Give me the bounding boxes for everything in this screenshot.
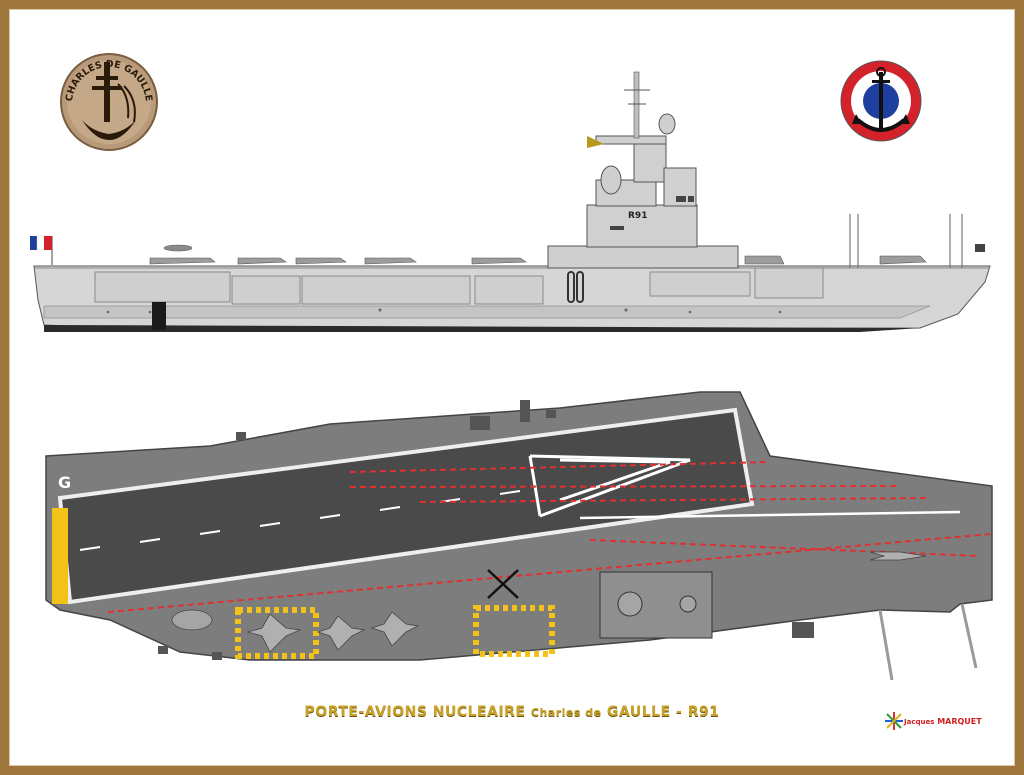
french-flag [30,235,53,265]
author-first-name: Jacques [904,718,935,726]
author-name: Jacques MARQUET [904,717,982,726]
caption-part-3: GAULLE - R91 [606,704,720,720]
ship-side-profile: R91 [30,71,991,332]
charles-de-gaulle-emblem: CHARLES DE GAULLE [60,53,158,151]
frame-inner-border [9,9,1015,766]
ship-plan-view: G [45,391,993,681]
author-signature: Jacques MARQUET [884,711,994,735]
drawing-caption: PORTE-AVIONS NUCLEAIRE Charles de GAULLE… [0,704,1024,720]
author-last-name: MARQUET [937,717,982,726]
author-star-icon [885,712,903,730]
caption-part-2: Charles de [530,706,602,719]
svg-text:G: G [58,473,71,492]
navy-roundel-emblem [840,60,922,142]
hull-number-marking: R91 [628,211,647,221]
caption-part-1: PORTE-AVIONS NUCLEAIRE [304,704,526,720]
parked-aircraft-side [149,244,927,265]
parked-aircraft-plan [171,551,927,653]
